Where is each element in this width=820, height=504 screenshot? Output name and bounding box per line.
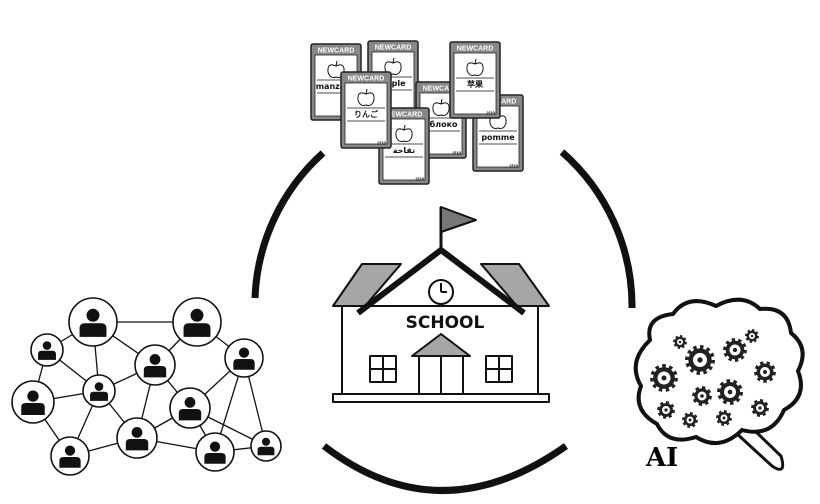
card-counter: 2/10	[415, 177, 424, 182]
person-icon	[50, 436, 90, 476]
gear-icon	[685, 345, 715, 375]
apple-icon	[432, 98, 450, 116]
school-building-icon	[332, 206, 550, 403]
brain-gears-icon	[633, 297, 805, 471]
person-icon	[116, 417, 158, 459]
apple-icon	[327, 60, 345, 78]
person-icon	[224, 338, 264, 378]
card-header: NEWCARD	[457, 46, 494, 53]
ai-label: AI	[645, 443, 678, 473]
school-label: SCHOOL	[406, 313, 485, 333]
gear-icon	[745, 329, 759, 343]
apple-icon	[395, 124, 413, 142]
clock-icon	[428, 279, 454, 305]
cycle-arcs	[251, 149, 636, 494]
card-header: NEWCARD	[423, 86, 460, 93]
flashcard: NEWCARD りんご 2/10	[340, 71, 392, 149]
card-word: apple	[380, 79, 406, 88]
card-header: NEWCARD	[375, 45, 412, 52]
person-icon	[30, 333, 64, 367]
person-icon	[82, 374, 116, 408]
apple-icon	[466, 58, 484, 76]
person-icon	[250, 430, 282, 462]
card-counter: 2/10	[509, 164, 518, 169]
gear-icon	[657, 401, 675, 419]
card-header: NEWCARD	[318, 48, 355, 55]
flashcard-stack: NEWCARDmanzanaNEWCARDappleNEWCARDpomme2/…	[310, 40, 524, 185]
person-icon	[172, 297, 222, 347]
person-icon	[169, 387, 211, 429]
card-counter: 2/10	[452, 151, 461, 156]
card-counter: 2/10	[486, 111, 495, 116]
card-word: яблоко	[424, 119, 458, 129]
card-header: NEWCARD	[386, 112, 423, 119]
gear-icon	[673, 335, 687, 349]
flag-icon	[440, 206, 477, 233]
gear-icon	[716, 410, 732, 426]
arc-bottom	[321, 443, 569, 494]
apple-icon	[357, 88, 375, 106]
person-icon	[195, 432, 235, 472]
card-counter: 2/10	[377, 141, 386, 146]
gear-icon	[650, 364, 678, 392]
arc-upper-right	[559, 149, 636, 309]
card-word: تفاحة	[393, 146, 415, 155]
gear-icon	[682, 412, 698, 428]
person-icon	[68, 297, 118, 347]
card-word: pomme	[481, 133, 515, 142]
flashcard: NEWCARD 苹果 2/10	[449, 41, 501, 119]
card-word: りんご	[354, 109, 378, 119]
people-network-icon	[11, 297, 282, 476]
gear-icon	[751, 399, 769, 417]
card-header: NEWCARD	[348, 76, 385, 83]
gear-icon	[754, 361, 776, 383]
arc-upper-left	[251, 150, 326, 299]
gear-icon	[717, 379, 743, 405]
card-word: manzana	[316, 82, 357, 91]
gear-icon	[692, 386, 712, 406]
gear-icon	[723, 338, 747, 362]
gears	[650, 329, 776, 428]
person-icon	[11, 380, 55, 424]
card-word: 苹果	[467, 79, 483, 89]
person-icon	[134, 344, 176, 386]
